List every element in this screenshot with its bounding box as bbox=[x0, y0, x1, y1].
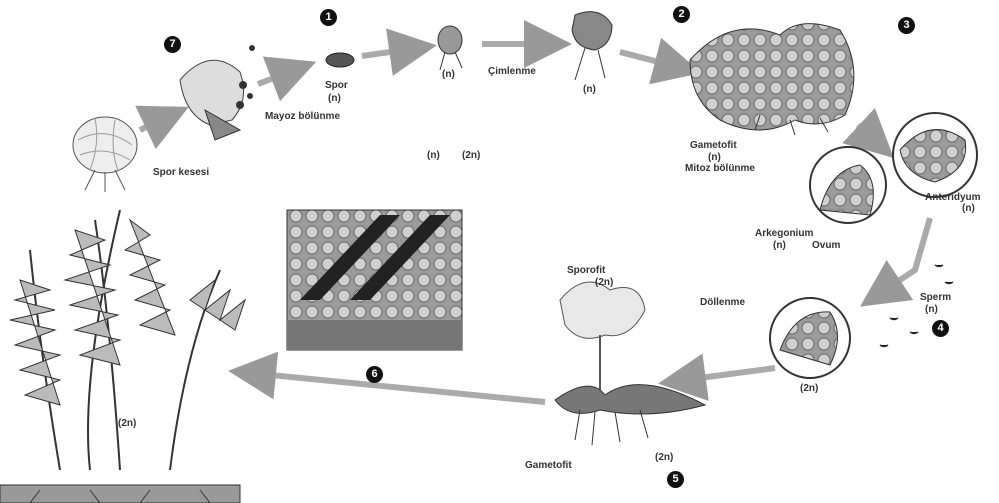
spore bbox=[326, 53, 354, 67]
label-fern-2n: (2n) bbox=[118, 418, 136, 429]
arrow-to-fern bbox=[240, 372, 545, 402]
label-sperm-n: (n) bbox=[925, 304, 938, 315]
label-bottom-2n: (2n) bbox=[655, 452, 673, 463]
label-germ2-n: (n) bbox=[583, 84, 596, 95]
arrow-antheridium-down bbox=[870, 218, 930, 300]
germinating-spore bbox=[438, 26, 462, 70]
fern-sporophyte bbox=[0, 210, 245, 503]
open-sporangium bbox=[180, 45, 255, 140]
arrow-sporangium-to-spore bbox=[258, 66, 305, 84]
arrow-fertilization-to-sporophyte bbox=[670, 368, 775, 382]
young-sporophyte bbox=[555, 282, 705, 445]
label-sporofit: Sporofit bbox=[567, 265, 605, 276]
mature-gametophyte bbox=[690, 24, 854, 135]
arrow-gametophyte-to-organs bbox=[858, 125, 885, 150]
label-spor-n: (n) bbox=[328, 93, 341, 104]
step-badge-5: 5 bbox=[667, 471, 684, 488]
label-center-n: (n) bbox=[427, 150, 440, 161]
label-center-2n: (2n) bbox=[462, 150, 480, 161]
label-anteridyum-n: (n) bbox=[962, 203, 975, 214]
young-gametophyte bbox=[572, 12, 612, 80]
step-badge-3: 3 bbox=[898, 17, 915, 34]
label-ovum: Ovum bbox=[812, 240, 840, 251]
arrow-young-to-gametophyte bbox=[620, 52, 690, 70]
label-spor-kesesi: Spor kesesi bbox=[153, 167, 209, 178]
label-cimlenme: Çimlenme bbox=[488, 66, 536, 77]
label-arkegonium: Arkegonium bbox=[755, 228, 813, 239]
step-badge-1: 1 bbox=[320, 9, 337, 26]
label-mitoz: Mitoz bölünme bbox=[685, 163, 755, 174]
label-dollenme: Döllenme bbox=[700, 297, 745, 308]
label-gametofit-bottom: Gametofit bbox=[525, 460, 572, 471]
label-sporofit-2n: (2n) bbox=[595, 277, 613, 288]
label-mayoz: Mayoz bölünme bbox=[265, 111, 340, 122]
sex-organ-circles bbox=[770, 113, 977, 378]
label-germ-n: (n) bbox=[442, 69, 455, 80]
label-spor: Spor bbox=[325, 80, 348, 91]
step-badge-2: 2 bbox=[673, 6, 690, 23]
step-badge-6: 6 bbox=[366, 366, 383, 383]
spore-sac bbox=[73, 117, 137, 192]
arrow-sac-to-sporangium bbox=[140, 112, 178, 130]
label-arkegonium-n: (n) bbox=[773, 240, 786, 251]
arrow-spore-to-germination bbox=[362, 47, 425, 56]
label-sperm: Sperm bbox=[920, 292, 951, 303]
label-zygote-2n: (2n) bbox=[800, 383, 818, 394]
sori-photo bbox=[287, 210, 462, 350]
step-badge-7: 7 bbox=[164, 36, 181, 53]
label-anteridyum: Anteridyum bbox=[925, 192, 981, 203]
label-gametofit: Gametofit bbox=[690, 140, 737, 151]
step-badge-4: 4 bbox=[932, 320, 949, 337]
label-gametofit-n: (n) bbox=[708, 152, 721, 163]
